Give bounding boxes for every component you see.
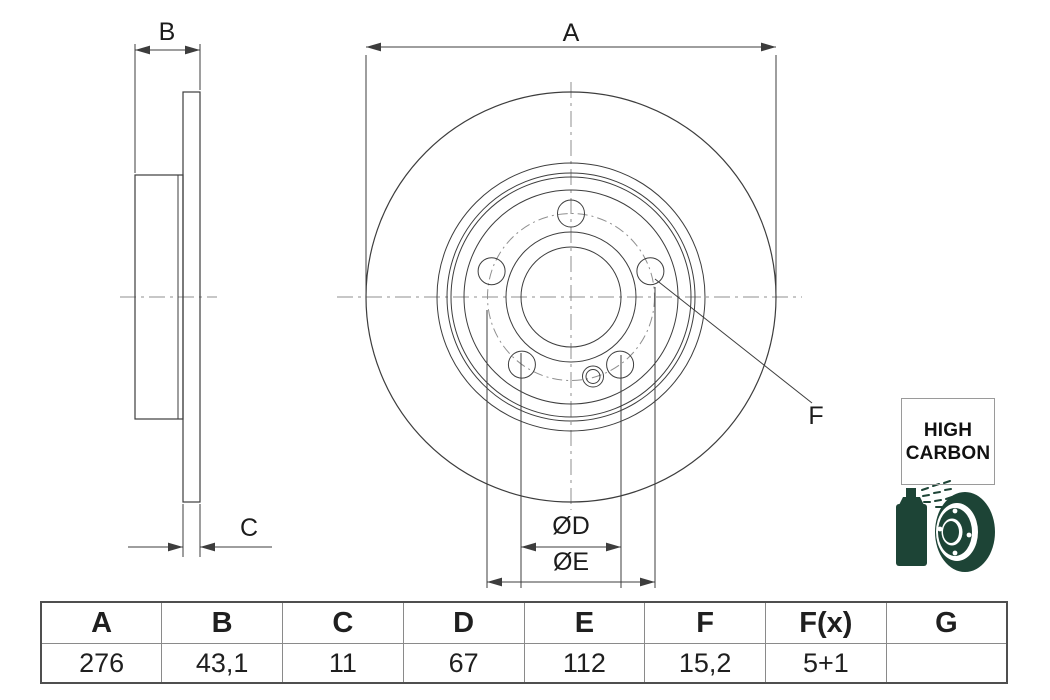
can-nozzle <box>906 488 916 497</box>
value-cell-e: 112 <box>523 643 646 684</box>
dimension-c <box>128 504 272 557</box>
bolt-hole-upper-left <box>477 257 506 286</box>
value-cell-f: 15,2 <box>644 643 766 684</box>
high-carbon-line2: CARBON <box>905 442 991 464</box>
disc-icon-bore <box>943 521 959 543</box>
value-cell-d: 67 <box>402 643 525 684</box>
disc-icon-bolt-dot <box>952 550 958 556</box>
arrow-a-right <box>761 42 776 52</box>
dim-label-diameter-e: ØE <box>552 548 590 576</box>
value-cell-a: 276 <box>40 643 163 684</box>
header-cell-d: D <box>402 601 525 644</box>
high-carbon-line1: HIGH <box>923 419 973 441</box>
pin-hole-outer <box>582 365 604 388</box>
f-leader-line <box>654 278 813 404</box>
hat-section <box>134 174 184 420</box>
dim-label-c: C <box>239 514 259 542</box>
value-cell-g <box>885 643 1008 684</box>
dimension-e <box>486 287 656 588</box>
header-cell-b: B <box>161 601 283 644</box>
arrow-d-left <box>521 542 536 552</box>
value-cell-b: 43,1 <box>161 643 283 684</box>
dimension-arrowheads <box>135 42 776 587</box>
dimension-b <box>134 44 201 173</box>
arrow-e-left <box>487 577 502 587</box>
header-cell-f: F <box>644 601 766 644</box>
arrow-e-right <box>640 577 655 587</box>
dim-label-a: A <box>562 19 580 47</box>
spray-can-disc-icon <box>896 480 995 572</box>
pin-hole-inner <box>585 369 601 384</box>
spec-table: A B C D E F F(x) G 276 43,1 11 67 112 15… <box>40 601 1008 684</box>
arrow-c-right <box>200 542 215 552</box>
friction-inner-edge-circle <box>436 162 706 432</box>
header-cell-g: G <box>885 601 1008 644</box>
dimension-d <box>520 353 622 588</box>
can-body <box>896 504 927 566</box>
bolt-hole-top <box>557 199 585 228</box>
bolt-hole-upper-right <box>636 257 665 286</box>
header-cell-fx: F(x) <box>765 601 887 644</box>
hat-outer-circle-inner <box>450 176 692 418</box>
dim-label-diameter-d: ØD <box>552 512 590 540</box>
dimension-a <box>365 46 777 300</box>
disc-icon-bolt-dot <box>952 508 958 514</box>
header-cell-e: E <box>523 601 646 644</box>
value-cell-c: 11 <box>282 643 404 684</box>
centerlines <box>120 82 802 510</box>
arrow-c-left <box>168 542 183 552</box>
hat-outer-circle-outer <box>446 172 696 422</box>
side-view <box>134 91 201 503</box>
header-cell-a: A <box>40 601 163 644</box>
bolt-hole-lower-left <box>507 350 536 379</box>
value-cell-fx: 5+1 <box>765 643 887 684</box>
header-cell-c: C <box>282 601 404 644</box>
can-shoulder <box>899 497 924 505</box>
bolt-hole-lower-right <box>606 350 635 379</box>
arrow-d-right <box>606 542 621 552</box>
disc-icon-bolt-dot <box>966 532 972 538</box>
dim-label-b: B <box>158 18 176 46</box>
spec-table-value-row: 276 43,1 11 67 112 15,2 5+1 <box>40 643 1008 684</box>
center-bore-circle <box>520 246 622 348</box>
dim-label-f: F <box>808 402 824 430</box>
disc-icon-bolt-dot <box>937 526 943 532</box>
arrow-b-left <box>135 45 150 55</box>
high-carbon-badge: HIGH CARBON <box>901 398 995 485</box>
linework <box>128 44 813 588</box>
arrow-a-left <box>366 42 381 52</box>
arrow-b-right <box>185 45 200 55</box>
hub-face-circle <box>505 231 637 363</box>
spec-table-header-row: A B C D E F F(x) G <box>40 601 1008 644</box>
